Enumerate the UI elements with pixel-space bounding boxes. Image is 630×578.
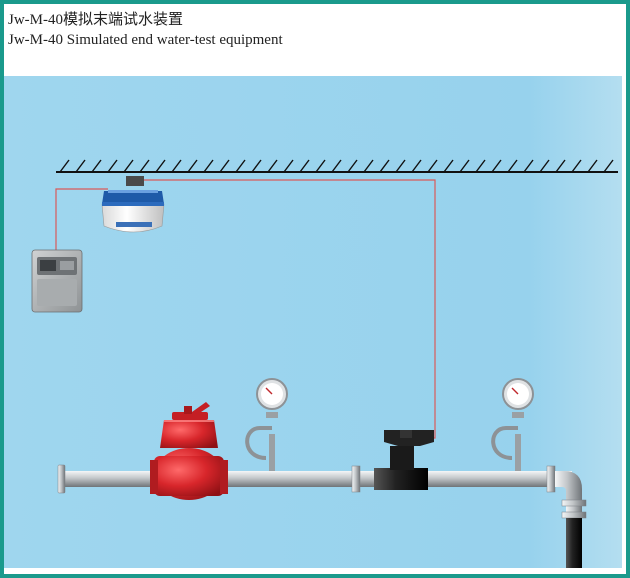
ceiling-hatch — [475, 159, 486, 173]
ceiling-hatch — [347, 159, 358, 173]
ceiling-sensor — [101, 176, 165, 233]
ceiling-hatch — [427, 159, 438, 173]
ceiling-hatch — [155, 159, 166, 173]
ceiling-hatch — [459, 159, 470, 173]
ceiling-hatch — [539, 159, 550, 173]
ceiling-hatch — [91, 159, 102, 173]
ceiling-hatch — [299, 159, 310, 173]
title-english: Jw-M-40 Simulated end water-test equipme… — [8, 32, 283, 48]
pipe-elbow — [555, 471, 587, 568]
ceiling-hatch — [187, 159, 198, 173]
main-pipe — [57, 464, 572, 494]
ceiling-hatch — [443, 159, 454, 173]
ceiling-hatch — [523, 159, 534, 173]
ceiling-hatch — [75, 159, 86, 173]
ceiling-hatch — [491, 159, 502, 173]
ceiling-hatch — [267, 159, 278, 173]
ceiling-hatch — [107, 159, 118, 173]
ceiling-hatch — [171, 159, 182, 173]
ceiling-hatch — [123, 159, 134, 173]
ceiling-hatch — [235, 159, 246, 173]
pressure-gauge-left — [245, 378, 288, 471]
ceiling-hatch — [59, 159, 70, 173]
ceiling-hatch — [603, 159, 614, 173]
ceiling-hatch — [507, 159, 518, 173]
pressure-gauge-right — [491, 378, 534, 471]
ceiling-hatch — [203, 159, 214, 173]
title-chinese: Jw-M-40模拟末端试水装置 — [8, 12, 183, 28]
diagram-svg — [31, 159, 618, 568]
ceiling-hatch — [587, 159, 598, 173]
ceiling-hatch — [251, 159, 262, 173]
ceiling-hatch — [395, 159, 406, 173]
ceiling-hatch — [363, 159, 374, 173]
ceiling-hatch — [411, 159, 422, 173]
title-block: Jw-M-40模拟末端试水装置 Jw-M-40 Simulated end wa… — [8, 10, 283, 50]
ceiling-hatch — [331, 159, 342, 173]
ceiling-hatch — [315, 159, 326, 173]
ceiling-hatch — [555, 159, 566, 173]
water-test-valve — [150, 402, 228, 500]
ceiling-hatch — [379, 159, 390, 173]
control-box — [31, 249, 83, 313]
ceiling-hatch — [571, 159, 582, 173]
ceiling-hatch — [283, 159, 294, 173]
diagram-area — [4, 76, 622, 568]
ceiling-hatch — [139, 159, 150, 173]
ceiling-hatch — [219, 159, 230, 173]
flow-switch — [374, 430, 434, 490]
ceiling — [56, 159, 618, 173]
